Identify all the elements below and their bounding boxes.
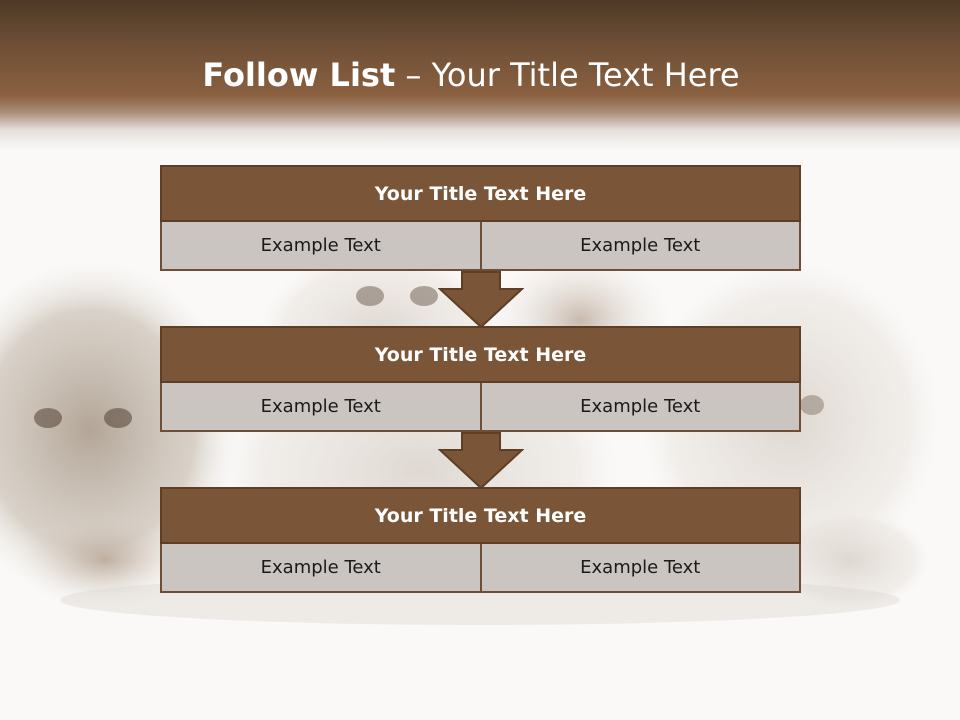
block-row: Example Text Example Text	[160, 544, 801, 593]
block-cell-right: Example Text	[479, 544, 801, 593]
block-cell-left: Example Text	[160, 222, 480, 271]
block-title: Your Title Text Here	[160, 326, 801, 383]
block-cell-left: Example Text	[160, 383, 480, 432]
block-cell-left: Example Text	[160, 544, 480, 593]
slide-title: Follow List – Your Title Text Here	[0, 56, 942, 94]
block-cell-right: Example Text	[479, 383, 801, 432]
slide-title-bold: Follow List	[202, 56, 396, 94]
block-row: Example Text Example Text	[160, 383, 801, 432]
list-block-1: Your Title Text Here Example Text Exampl…	[160, 165, 801, 271]
block-cell-right: Example Text	[479, 222, 801, 271]
down-arrow-icon	[438, 432, 524, 490]
slide-title-rest: – Your Title Text Here	[395, 56, 740, 94]
block-title: Your Title Text Here	[160, 165, 801, 222]
down-arrow-icon	[438, 271, 524, 329]
block-row: Example Text Example Text	[160, 222, 801, 271]
title-banner	[0, 0, 960, 150]
list-block-2: Your Title Text Here Example Text Exampl…	[160, 326, 801, 432]
block-title: Your Title Text Here	[160, 487, 801, 544]
list-block-3: Your Title Text Here Example Text Exampl…	[160, 487, 801, 593]
